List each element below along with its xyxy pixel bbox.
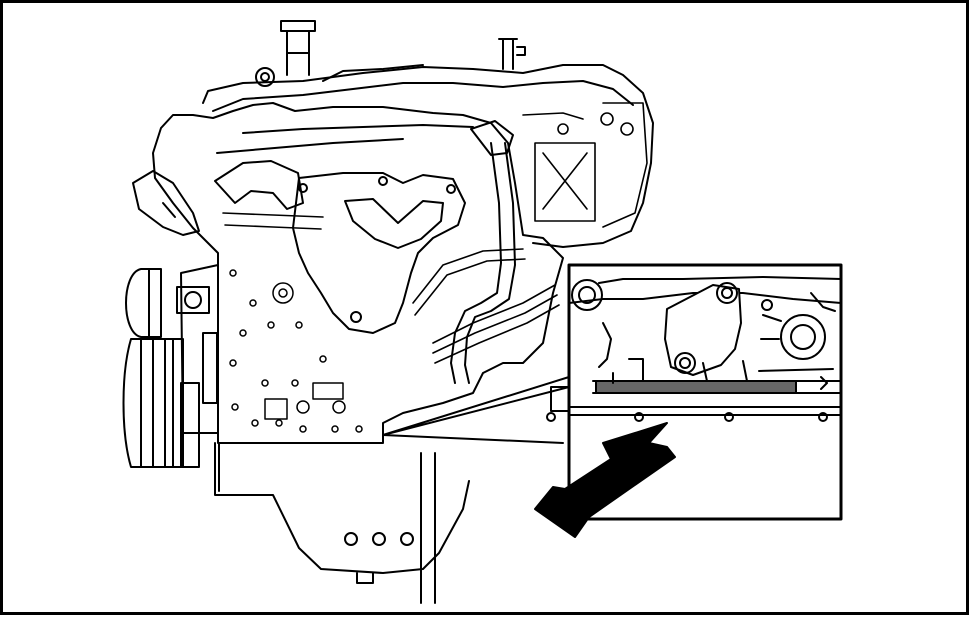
crankshaft-pulley	[122, 268, 200, 468]
pointer-arrow-icon	[534, 422, 676, 538]
block-bolts	[229, 269, 363, 433]
exhaust-manifold	[292, 172, 466, 334]
engine-block	[152, 20, 654, 444]
accessory-bracket	[522, 102, 648, 228]
oil-pan	[214, 442, 470, 604]
fuel-lines	[222, 212, 560, 364]
intake-elbow	[132, 160, 304, 236]
gasket-strip	[595, 380, 797, 394]
coolant-pipe	[450, 120, 516, 384]
filler-cap-icon	[280, 20, 316, 32]
engine-illustration	[122, 20, 843, 604]
